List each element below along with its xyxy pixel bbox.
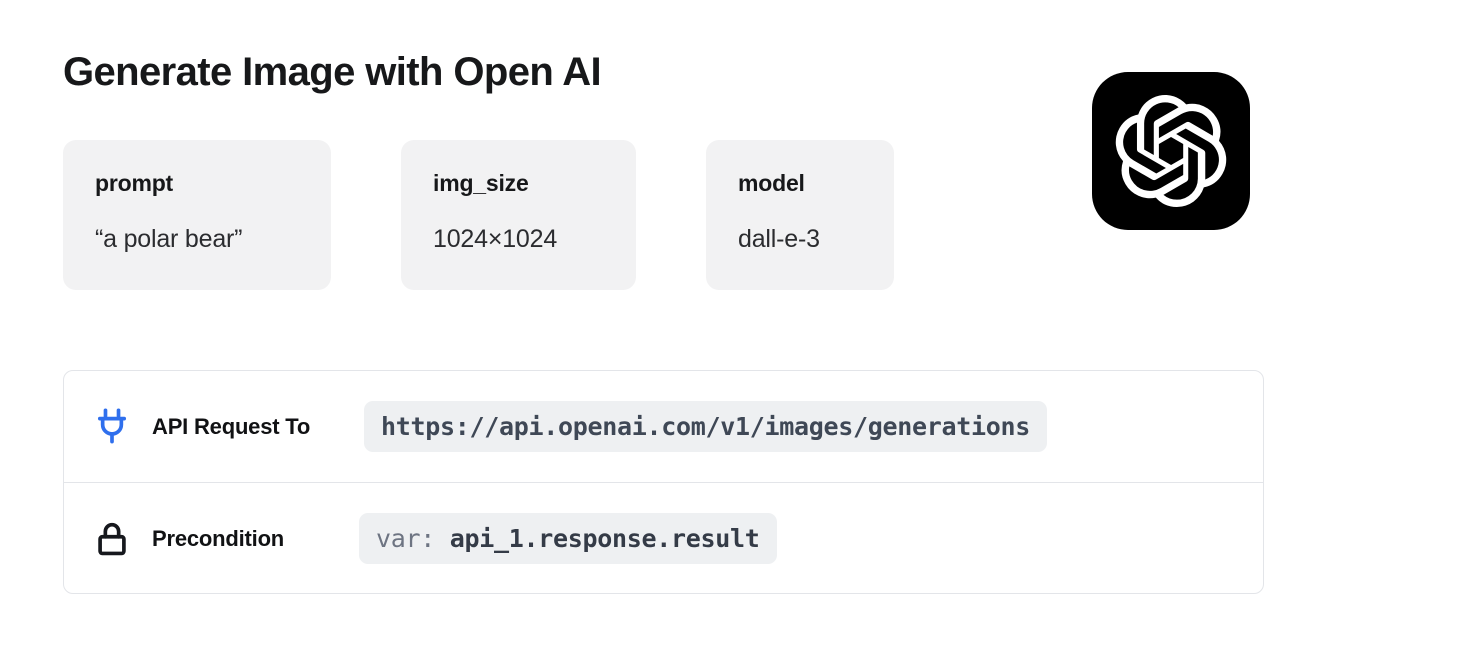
param-key-img-size: img_size bbox=[433, 170, 529, 196]
param-key-model: model bbox=[738, 170, 805, 196]
precondition-var-value: api_1.response.result bbox=[449, 524, 760, 553]
parameter-cards: prompt “a polar bear” img_size 1024×1024… bbox=[63, 140, 894, 290]
param-value-prompt: “a polar bear” bbox=[95, 225, 243, 253]
precondition-value[interactable]: var: api_1.response.result bbox=[359, 513, 777, 564]
param-value-img-size: 1024×1024 bbox=[433, 225, 558, 253]
lock-icon bbox=[95, 519, 141, 559]
param-value-model: dall-e-3 bbox=[738, 225, 820, 253]
detail-card: API Request To https://api.openai.com/v1… bbox=[63, 370, 1264, 594]
plug-icon bbox=[95, 407, 141, 447]
api-request-row: API Request To https://api.openai.com/v1… bbox=[64, 371, 1263, 482]
param-card-img-size[interactable]: img_size 1024×1024 bbox=[401, 140, 636, 290]
api-request-label: API Request To bbox=[152, 413, 311, 439]
param-card-model[interactable]: model dall-e-3 bbox=[706, 140, 894, 290]
page-title: Generate Image with Open AI bbox=[63, 50, 602, 94]
param-card-prompt[interactable]: prompt “a polar bear” bbox=[63, 140, 331, 290]
precondition-row: Precondition var: api_1.response.result bbox=[64, 482, 1263, 593]
openai-logo-icon bbox=[1092, 72, 1250, 230]
precondition-label: Precondition bbox=[152, 525, 285, 551]
api-request-url[interactable]: https://api.openai.com/v1/images/generat… bbox=[364, 401, 1048, 452]
precondition-var-prefix: var: bbox=[376, 524, 436, 553]
param-key-prompt: prompt bbox=[95, 170, 174, 196]
